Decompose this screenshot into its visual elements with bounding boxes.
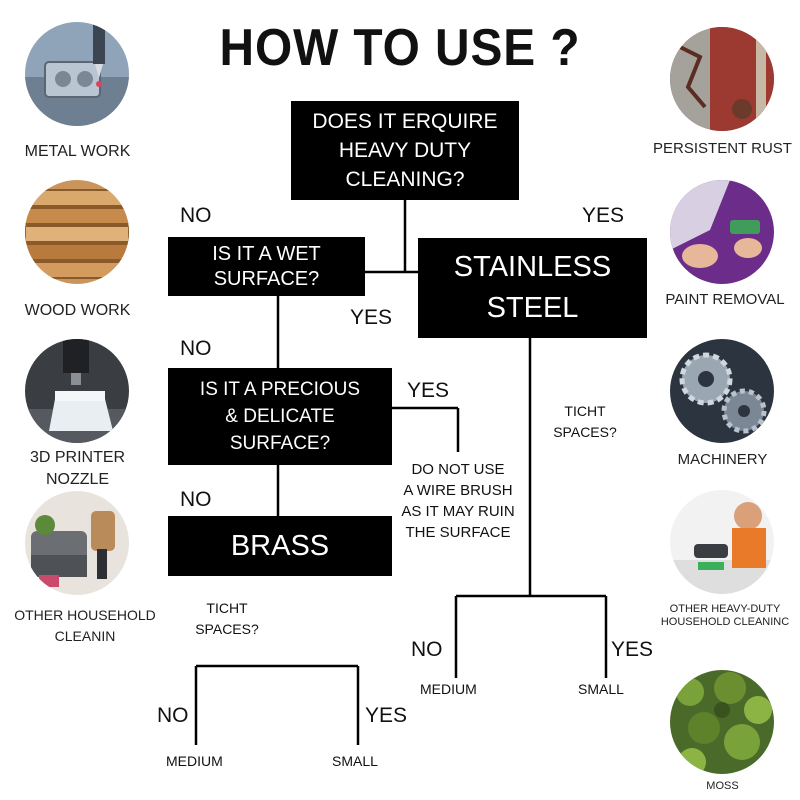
- household-cleaning-photo: [25, 491, 129, 595]
- q3-yes-label: YES: [407, 379, 450, 402]
- 3d-printer-nozzle-label: 3D PRINTER NOZZLE: [29, 449, 126, 488]
- heavy-duty-cleaning-photo: [670, 490, 774, 594]
- right-medium-label: MEDIUM: [420, 681, 477, 697]
- left-no-label: NO: [157, 704, 189, 727]
- heavy-duty-cleaning-label: OTHER HEAVY-DUTY HOUSEHOLD CLEANINC: [660, 603, 790, 628]
- q2-no-label: NO: [180, 337, 212, 360]
- result-brass-box: BRASS: [168, 516, 392, 576]
- result-brass-text: BRASS: [230, 529, 330, 562]
- paint-removal-photo: [670, 180, 774, 284]
- metal-work-label: METAL WORK: [24, 143, 131, 160]
- q1-no-label: NO: [180, 204, 212, 227]
- question-heavy-duty-box: DOES IT ERQUIRE HEAVY DUTY CLEANING?: [291, 101, 519, 200]
- rust-label: PERSISTENT RUST: [653, 140, 792, 157]
- moss-photo: [670, 670, 774, 774]
- 3d-printer-nozzle-photo: [25, 339, 129, 443]
- question-heavy-duty-text: DOES IT ERQUIRE HEAVY DUTY CLEANING?: [312, 110, 498, 191]
- machinery-photo: [670, 339, 774, 443]
- household-cleaning-label: OTHER HOUSEHOLD CLEANIN: [14, 607, 156, 644]
- question-wet-surface-box: IS IT A WET SURFACE?: [168, 237, 365, 296]
- rust-photo: [670, 27, 774, 131]
- warning-text: DO NOT USE A WIRE BRUSH AS IT MAY RUIN T…: [401, 461, 515, 541]
- tight-spaces-left-label: TICHT SPACES?: [195, 600, 259, 637]
- right-no-label: NO: [411, 638, 443, 661]
- left-yes-label: YES: [365, 704, 408, 727]
- result-stainless-steel-text: STAINLESS STEEL: [453, 251, 612, 324]
- q1-yes-label: YES: [582, 204, 625, 227]
- paint-removal-label: PAINT REMOVAL: [665, 291, 785, 308]
- right-small-label: SMALL: [578, 681, 624, 697]
- question-wet-surface-text: IS IT A WET SURFACE?: [212, 242, 321, 290]
- wood-work-photo: [25, 180, 129, 284]
- page-title: HOW TO USE ?: [219, 19, 581, 77]
- metal-work-photo: [25, 22, 129, 126]
- q3-no-label: NO: [180, 488, 212, 511]
- tight-spaces-right-label: TICHT SPACES?: [553, 403, 617, 440]
- wood-work-label: WOOD WORK: [24, 302, 131, 319]
- right-yes-label: YES: [611, 638, 654, 661]
- result-stainless-steel-box: STAINLESS STEEL: [418, 238, 647, 338]
- machinery-label: MACHINERY: [677, 451, 768, 468]
- left-small-label: SMALL: [332, 753, 378, 769]
- q2-yes-label: YES: [350, 306, 393, 329]
- question-precious-surface-box: IS IT A PRECIOUS & DELICATE SURFACE?: [168, 368, 392, 465]
- left-medium-label: MEDIUM: [166, 753, 223, 769]
- moss-label: MOSS: [706, 780, 739, 792]
- question-precious-surface-text: IS IT A PRECIOUS & DELICATE SURFACE?: [199, 379, 361, 454]
